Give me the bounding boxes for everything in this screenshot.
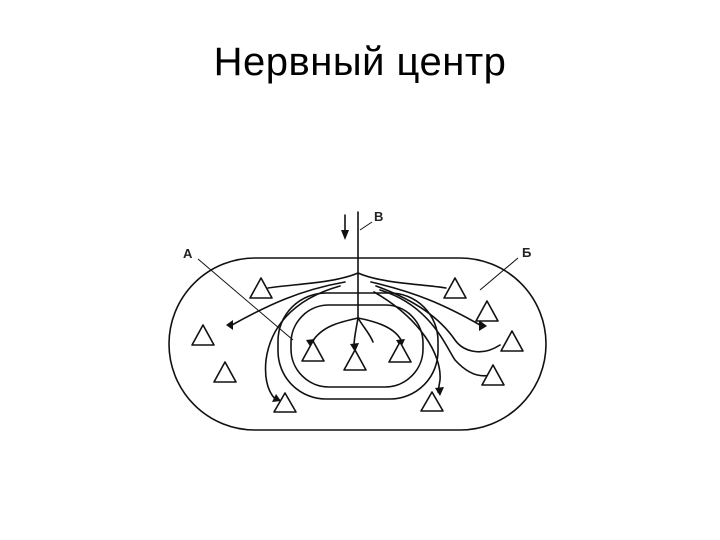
branch-right-low [379,289,491,377]
neuron-icon [301,340,325,362]
slide-title: Нервный центр [213,40,507,84]
branch-right-bottom [373,291,441,393]
outer-boundary [168,257,547,431]
label-v: В [374,209,383,224]
neuron-icon [249,277,273,299]
neuron-icon [191,324,215,346]
branch-upper-left [267,272,359,289]
branch-right-mid [375,285,501,353]
label-b-leader [479,257,519,291]
neuron-icon [213,361,237,383]
branch-tip-arrow [226,320,233,330]
neuron-icon [388,341,412,363]
branch-upper-right [357,272,447,289]
neuron-icon [343,349,367,371]
core-branch-extra [357,317,374,343]
neuron-icon [273,392,297,413]
label-a-leader [197,258,294,341]
branch-tip-arrow [272,394,281,402]
neuron-icon [443,277,467,299]
core-branch-left [311,317,359,343]
label-v-leader [359,221,373,231]
branch-left-upper [231,281,346,326]
neuron-icon [500,330,524,352]
branch-tip-arrow [350,343,359,352]
inner-boundary-inner [290,304,424,388]
core-branch-right [357,317,403,343]
branch-left-mid [264,285,341,401]
neuron-icon [481,364,505,386]
core-branch-center [353,317,359,347]
neuron-icon [420,391,444,412]
branch-tip-arrow [435,387,444,396]
neuron-icon [475,300,499,322]
label-b: Б [522,245,531,260]
label-a: А [183,246,193,261]
input-arrow-head [341,230,349,240]
branch-tip-arrow [479,320,487,331]
branch-right-upper [370,281,481,326]
